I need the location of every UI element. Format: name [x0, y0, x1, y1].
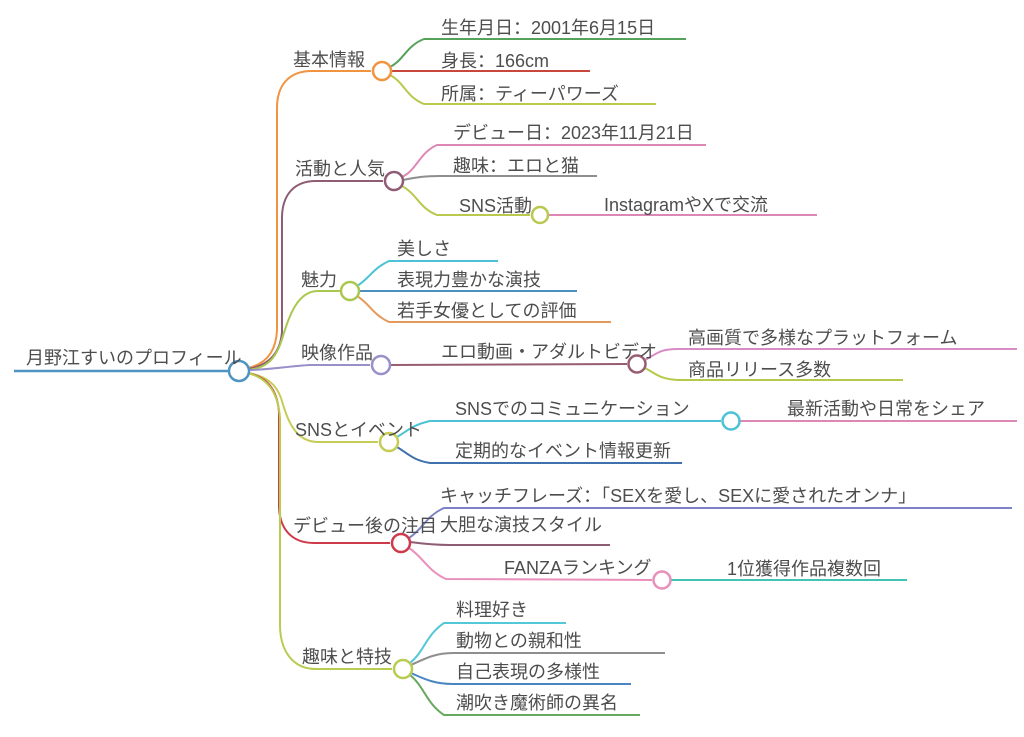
edge-catchphrase [408, 507, 1012, 539]
edge-sns-activity [401, 185, 530, 216]
edge-charm [247, 290, 340, 371]
node-toggle-sns-activity[interactable] [530, 205, 550, 225]
node-label-nickname: 潮吹き魔術師の異名 [456, 693, 618, 713]
branch-label-sns-event: SNSとイベント [295, 420, 423, 440]
edge-evaluation [356, 295, 611, 323]
edge-animals [410, 652, 665, 666]
branch-label-activity: 活動と人気 [295, 159, 385, 179]
branch-label-hobbies-skills: 趣味と特技 [302, 647, 392, 667]
node-toggle-hobbies-skills[interactable] [392, 658, 414, 680]
node-toggle-activity[interactable] [383, 170, 405, 192]
node-label-agency: 所属：ティーパワーズ [441, 84, 619, 104]
node-label-releases: 商品リリース多数 [688, 360, 832, 380]
node-label-catchphrase: キャッチフレーズ：「SEXを愛し、SEXに愛されたオンナ」 [440, 486, 917, 506]
branch-label-video-works: 映像作品 [301, 343, 373, 363]
edge-sns-event [247, 372, 378, 443]
node-label-sns-communication: SNSでのコミュニケーション [455, 399, 690, 419]
edge-basic-info [247, 70, 371, 369]
node-toggle-sns-communication[interactable] [721, 411, 741, 431]
node-label-instagram: InstagramやXで交流 [604, 195, 769, 215]
edge-adult-video [389, 363, 628, 366]
root-node-toggle[interactable] [227, 359, 251, 383]
edge-platform [644, 348, 1017, 361]
node-toggle-basic-info[interactable] [371, 60, 393, 82]
edge-self-expression [410, 672, 631, 685]
node-label-sns-activity: SNS活動 [459, 196, 533, 216]
node-label-debut-date: デビュー日：2023年11月21日 [453, 123, 694, 143]
node-label-animals: 動物との親和性 [456, 631, 582, 651]
node-label-height: 身長：166cm [441, 51, 550, 71]
node-label-cooking: 料理好き [456, 600, 528, 620]
edge-activity [247, 180, 383, 370]
edge-video-works [248, 364, 370, 371]
node-toggle-charm[interactable] [339, 280, 361, 302]
edge-agency [389, 74, 656, 105]
edge-bold-style [409, 541, 610, 546]
node-toggle-video-works[interactable] [370, 354, 392, 376]
edge-sns-communication [396, 420, 721, 438]
node-label-platform: 高画質で多様なプラットフォーム [688, 328, 958, 348]
node-label-event-updates: 定期的なイベント情報更新 [455, 441, 671, 461]
edge-beauty [356, 260, 498, 287]
node-label-bold-style: 大胆な演技スタイル [440, 515, 602, 535]
node-label-beauty: 美しさ [397, 239, 451, 259]
root-label: 月野江すいのプロフィール [26, 348, 242, 368]
branch-label-basic-info: 基本情報 [293, 50, 365, 70]
node-toggle-adult-video[interactable] [627, 354, 647, 374]
node-toggle-post-debut[interactable] [390, 532, 412, 554]
branch-label-charm: 魅力 [301, 270, 337, 290]
node-label-adult-video: エロ動画・アダルトビデオ [441, 342, 657, 362]
node-label-share-daily: 最新活動や日常をシェア [787, 399, 985, 419]
node-toggle-sns-event[interactable] [378, 431, 400, 453]
node-label-expressive: 表現力豊かな演技 [397, 270, 541, 290]
branch-label-post-debut: デビュー後の注目 [293, 516, 437, 536]
edge-fanza [408, 547, 653, 581]
edge-debut-date [401, 144, 706, 178]
node-label-birthday: 生年月日：2001年6月15日 [441, 18, 656, 38]
node-label-fanza: FANZAランキング [504, 558, 652, 578]
node-label-rank-one: 1位獲得作品複数回 [727, 559, 882, 579]
node-label-evaluation: 若手女優としての評価 [397, 301, 577, 321]
edge-event-updates [396, 446, 682, 464]
node-label-self-expression: 自己表現の多様性 [456, 662, 600, 682]
edge-nickname [409, 674, 640, 716]
node-toggle-fanza[interactable] [652, 570, 672, 590]
node-label-hobby: 趣味：エロと猫 [453, 156, 579, 176]
edge-hobbies-skills [247, 372, 392, 670]
edge-releases [644, 367, 903, 381]
edge-birthday [389, 38, 686, 68]
edge-cooking [409, 622, 566, 664]
edge-hobby [402, 175, 597, 181]
